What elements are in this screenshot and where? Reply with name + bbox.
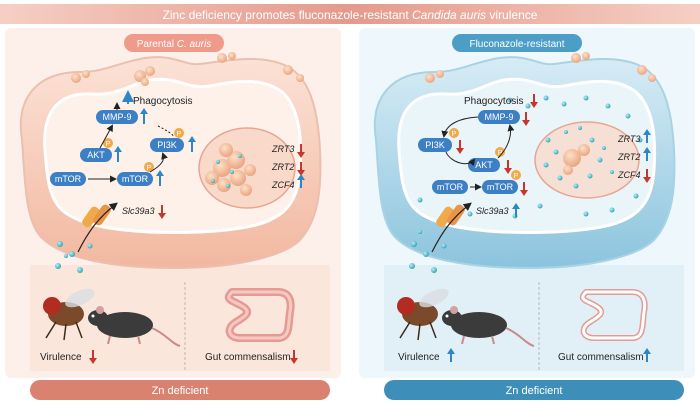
- right-akt-label: AKT: [475, 160, 493, 170]
- left-slc-transporter: [82, 204, 111, 228]
- right-header-pill: [452, 34, 582, 52]
- left-footer: Zn deficient: [152, 385, 209, 397]
- right-slc-label: Slc39a3: [476, 206, 509, 216]
- right-virulence-label: Virulence: [398, 352, 440, 363]
- left-pi3k-label: PI3K: [157, 140, 177, 150]
- left-mmp9-node: [96, 110, 138, 124]
- left-mtor-a-node: [50, 172, 86, 186]
- right-phagocytosis-label: Phagocytosis: [464, 96, 523, 107]
- right-akt-node: [468, 158, 500, 172]
- figure-title: Zinc deficiency promotes fluconazole-res…: [163, 8, 538, 22]
- left-mtor-phospho: [144, 162, 154, 172]
- svg-text:P: P: [452, 131, 457, 138]
- left-phagocytosis-label: Phagocytosis: [133, 96, 192, 107]
- left-gene-zcf4: ZCF4: [271, 180, 295, 190]
- right-footer: Zn deficient: [506, 385, 563, 397]
- right-mtor-b-node: [482, 180, 518, 194]
- svg-text:P: P: [514, 173, 519, 180]
- left-virulence-label: Virulence: [40, 352, 82, 363]
- right-zinc-ions-inside: [543, 126, 614, 189]
- left-mmp9-label: MMP-9: [103, 112, 132, 122]
- left-mouse-icon: [88, 306, 181, 347]
- right-footer-pill: [384, 380, 684, 400]
- left-pi3k-node: [150, 138, 184, 152]
- right-slc-transporter: [436, 204, 465, 228]
- svg-text:P: P: [106, 141, 111, 148]
- left-header-pill: [124, 34, 224, 52]
- right-fly-icon: [397, 288, 449, 341]
- left-header: Parental C. auris: [137, 39, 211, 50]
- left-pi3k-phospho: [174, 128, 184, 138]
- left-surface-candida: [71, 52, 304, 86]
- left-akt-to-mmp9: [99, 124, 113, 149]
- left-gene-arrows: [297, 144, 305, 188]
- left-footer-pill: [30, 380, 330, 400]
- left-gene-zrt3: ZRT3: [271, 144, 294, 154]
- right-gut-label: Gut commensalism: [558, 352, 644, 363]
- right-candida-cluster: [563, 144, 590, 175]
- right-mmp9-node: [478, 110, 520, 124]
- left-mtor-b-label: mTOR: [122, 174, 149, 184]
- right-gene-zrt3: ZRT3: [617, 134, 640, 144]
- left-mtor-a-label: mTOR: [55, 174, 82, 184]
- svg-text:P: P: [147, 165, 152, 172]
- right-akt-to-mmp9: [497, 124, 515, 159]
- left-panel: Parental C. auris: [5, 28, 341, 400]
- right-pi3k-phospho: [449, 128, 459, 138]
- left-akt-label: AKT: [87, 150, 105, 160]
- right-zinc-uptake-arrow: [431, 202, 472, 253]
- right-pi3k-label: PI3K: [425, 140, 445, 150]
- left-mtor-b-node: [117, 172, 153, 186]
- right-mtor-a-label: mTOR: [437, 182, 464, 192]
- left-gut-label: Gut commensalism: [205, 352, 291, 363]
- left-zinc-uptake-arrow: [77, 202, 118, 253]
- title-bar: [0, 4, 700, 24]
- left-slc-label: Slc39a3: [122, 206, 155, 216]
- right-mtor-b-label: mTOR: [487, 182, 514, 192]
- right-zinc-ions: [409, 230, 447, 273]
- svg-text:P: P: [498, 150, 503, 157]
- left-mtor-to-pi3k: [149, 152, 168, 173]
- left-candida-cluster: [205, 143, 256, 196]
- right-mtor-a-node: [432, 180, 468, 194]
- right-gene-zrt2: ZRT2: [617, 152, 640, 162]
- right-akt-phospho: [495, 147, 505, 157]
- left-fly-icon: [43, 288, 95, 341]
- right-zinc-ions-cytoplasm: [417, 95, 643, 219]
- right-mtor-phospho: [511, 170, 521, 180]
- right-pi3k-node: [418, 138, 452, 152]
- right-mmp9-to-pi3k: [441, 116, 479, 138]
- right-header: Fluconazole-resistant: [469, 39, 564, 50]
- left-zinc-ions: [55, 241, 93, 273]
- svg-text:P: P: [177, 131, 182, 138]
- right-gene-arrows: [643, 129, 651, 183]
- right-mmp9-label: MMP-9: [485, 112, 514, 122]
- right-gene-zcf4: ZCF4: [617, 170, 641, 180]
- left-akt-phospho: [103, 138, 113, 148]
- left-gene-zrt2: ZRT2: [271, 162, 294, 172]
- right-gut-icon: [579, 289, 648, 341]
- left-gut-icon: [224, 288, 295, 342]
- right-mouse-icon: [442, 306, 535, 347]
- right-pi3k-to-akt: [445, 151, 476, 167]
- left-akt-node: [80, 148, 112, 162]
- right-panel: Fluconazole-resistant: [359, 28, 695, 400]
- right-surface-candida: [425, 52, 656, 83]
